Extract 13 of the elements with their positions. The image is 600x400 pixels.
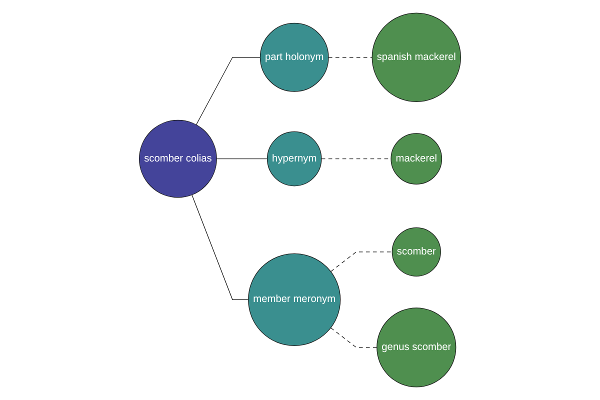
node-circle: genus scomber — [376, 308, 456, 388]
connector — [321, 158, 392, 160]
node-circle: scomber — [392, 227, 441, 276]
connector — [330, 252, 392, 272]
node-circle: hypernym — [266, 131, 322, 186]
connector — [216, 158, 268, 160]
node-circle: member meronym — [248, 253, 341, 346]
node-circle: mackerel — [390, 133, 442, 184]
node-circle: scomber colias — [139, 120, 217, 198]
node-circle: spanish mackerel — [372, 12, 461, 102]
connector — [192, 194, 249, 300]
connector — [196, 57, 261, 126]
node-circle: part holonym — [260, 22, 329, 92]
